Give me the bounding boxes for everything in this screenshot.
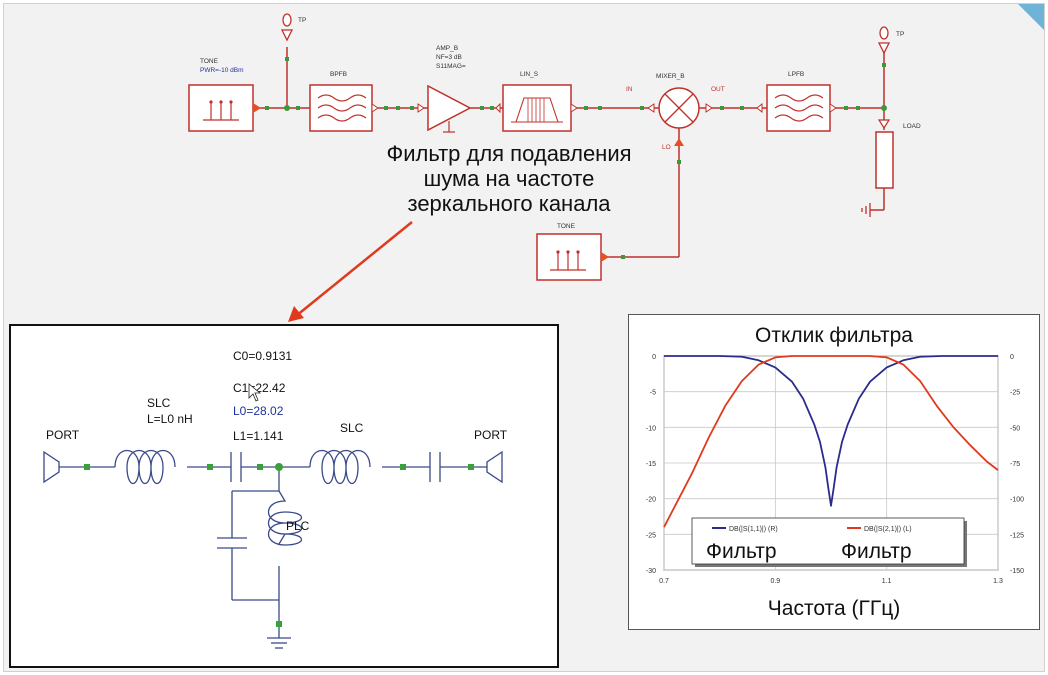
annotation-line-3: зеркального канала	[407, 191, 611, 216]
c0-value: C0=0.9131	[233, 349, 292, 363]
slc1-value: L=L0 nH	[147, 412, 193, 426]
y-left-tick-label: -20	[646, 497, 656, 504]
x-tick-label: 1.1	[882, 578, 892, 585]
slc2-label: SLC	[340, 421, 364, 435]
annotation-line-1: Фильтр для подавления	[386, 141, 631, 166]
series-line-1	[664, 355, 998, 507]
chart-x-label: Частота (ГГц)	[768, 597, 900, 620]
plc-inductor	[268, 490, 303, 546]
legend-label-2: DB(|S(2,1)|) (L)	[864, 526, 912, 533]
lin-s-block[interactable]	[502, 84, 572, 132]
x-tick-label: 0.7	[659, 578, 669, 585]
test-point-1[interactable]	[280, 13, 294, 61]
out-label: OUT	[711, 86, 725, 93]
lin-label: LIN_S	[520, 71, 539, 78]
amp-label: AMP_B	[436, 45, 458, 52]
lo-label: LO	[662, 144, 671, 151]
slc1-label: SLC	[147, 396, 171, 410]
lpfb-block[interactable]	[766, 84, 831, 132]
port-arrows	[371, 102, 837, 114]
legend-label-1: DB(|S(1,1)|) (R)	[729, 526, 778, 533]
load-label: LOAD	[903, 123, 921, 130]
c1-value: C1=22.42	[233, 381, 286, 395]
tone-source-1[interactable]	[188, 84, 261, 132]
x-tick-label: 1.3	[993, 578, 1003, 585]
tone2-label: TONE	[557, 223, 576, 230]
port-markers	[265, 105, 887, 259]
y-left-tick-label: -15	[646, 461, 656, 468]
port-left-label: PORT	[46, 428, 80, 442]
y-left-tick-label: -10	[646, 425, 656, 432]
slc1-inductor	[114, 450, 176, 485]
test-point-2[interactable]	[877, 26, 891, 67]
y-left-tick-label: 0	[652, 354, 656, 361]
l0-value: L0=28.02	[233, 404, 284, 418]
mixer-label: MIXER_B	[656, 73, 685, 80]
y-left-tick-label: -30	[646, 568, 656, 575]
y-right-tick-label: -150	[1010, 568, 1024, 575]
plc-label: PLC	[286, 519, 310, 533]
annotation-arrow	[288, 221, 413, 322]
legend-box	[691, 517, 965, 565]
tp2-label: TP	[896, 31, 904, 38]
schematic-nodes	[84, 463, 474, 627]
filter-schematic: C0=0.9131 C1=22.42 L0=28.02 L1=1.141 SLC…	[43, 349, 508, 649]
mouse-cursor-icon	[248, 383, 262, 402]
tone-source-2[interactable]	[536, 233, 609, 281]
port-left-symbol	[43, 450, 60, 484]
chart-title: Отклик фильтра	[755, 324, 913, 347]
l1-value: L1=1.141	[233, 429, 284, 443]
filter-response-chart: Отклик фильтра 0.7 0.9 1.1 1.3 0 -5 -10 -15 -20 -…	[646, 324, 1024, 620]
bpfb-block[interactable]	[309, 84, 373, 132]
tone1-label: TONE	[200, 58, 219, 65]
load-resistor[interactable]	[861, 119, 894, 217]
port-right-label: PORT	[474, 428, 508, 442]
y-left-tick-label: -5	[650, 390, 656, 397]
x-tick-label: 0.9	[770, 578, 780, 585]
corner-decoration	[1018, 4, 1044, 30]
legend-overlay-label-1: Фильтр	[706, 540, 777, 563]
y-right-tick-label: -125	[1010, 532, 1024, 539]
legend-overlay-label-2: Фильтр	[841, 540, 912, 563]
mixer[interactable]	[658, 87, 700, 146]
slc2-inductor	[309, 450, 371, 485]
y-right-tick-label: -50	[1010, 425, 1020, 432]
amp-nf: NF=3 dB	[436, 54, 462, 61]
filter-schematic-panel: C0=0.9131 C1=22.42 L0=28.02 L1=1.141 SLC…	[9, 324, 559, 668]
filter-response-chart-panel: Отклик фильтра 0.7 0.9 1.1 1.3 0 -5 -10 -15 -20 -…	[628, 314, 1040, 630]
y-right-tick-label: -25	[1010, 390, 1020, 397]
series-line-2	[663, 355, 999, 528]
tone1-power: PWR=-10 dBm	[200, 67, 244, 74]
port-right-symbol	[486, 450, 503, 484]
lpfb-label: LPFB	[788, 71, 804, 78]
y-right-tick-label: 0	[1010, 354, 1014, 361]
y-left-tick-label: -25	[646, 532, 656, 539]
annotation-line-2: шума на частоте	[424, 166, 595, 191]
amplifier[interactable]	[427, 84, 472, 133]
y-right-tick-label: -100	[1010, 497, 1024, 504]
in-label: IN	[626, 86, 633, 93]
tp1-label: TP	[298, 17, 306, 24]
y-right-tick-label: -75	[1010, 461, 1020, 468]
bpfb-label: BPFB	[330, 71, 347, 78]
block-diagram: TONE PWR=-10 dBm TP BPFB AMP_B NF=3 dB S…	[188, 13, 921, 322]
amp-s11: S11MAG=	[436, 63, 466, 70]
